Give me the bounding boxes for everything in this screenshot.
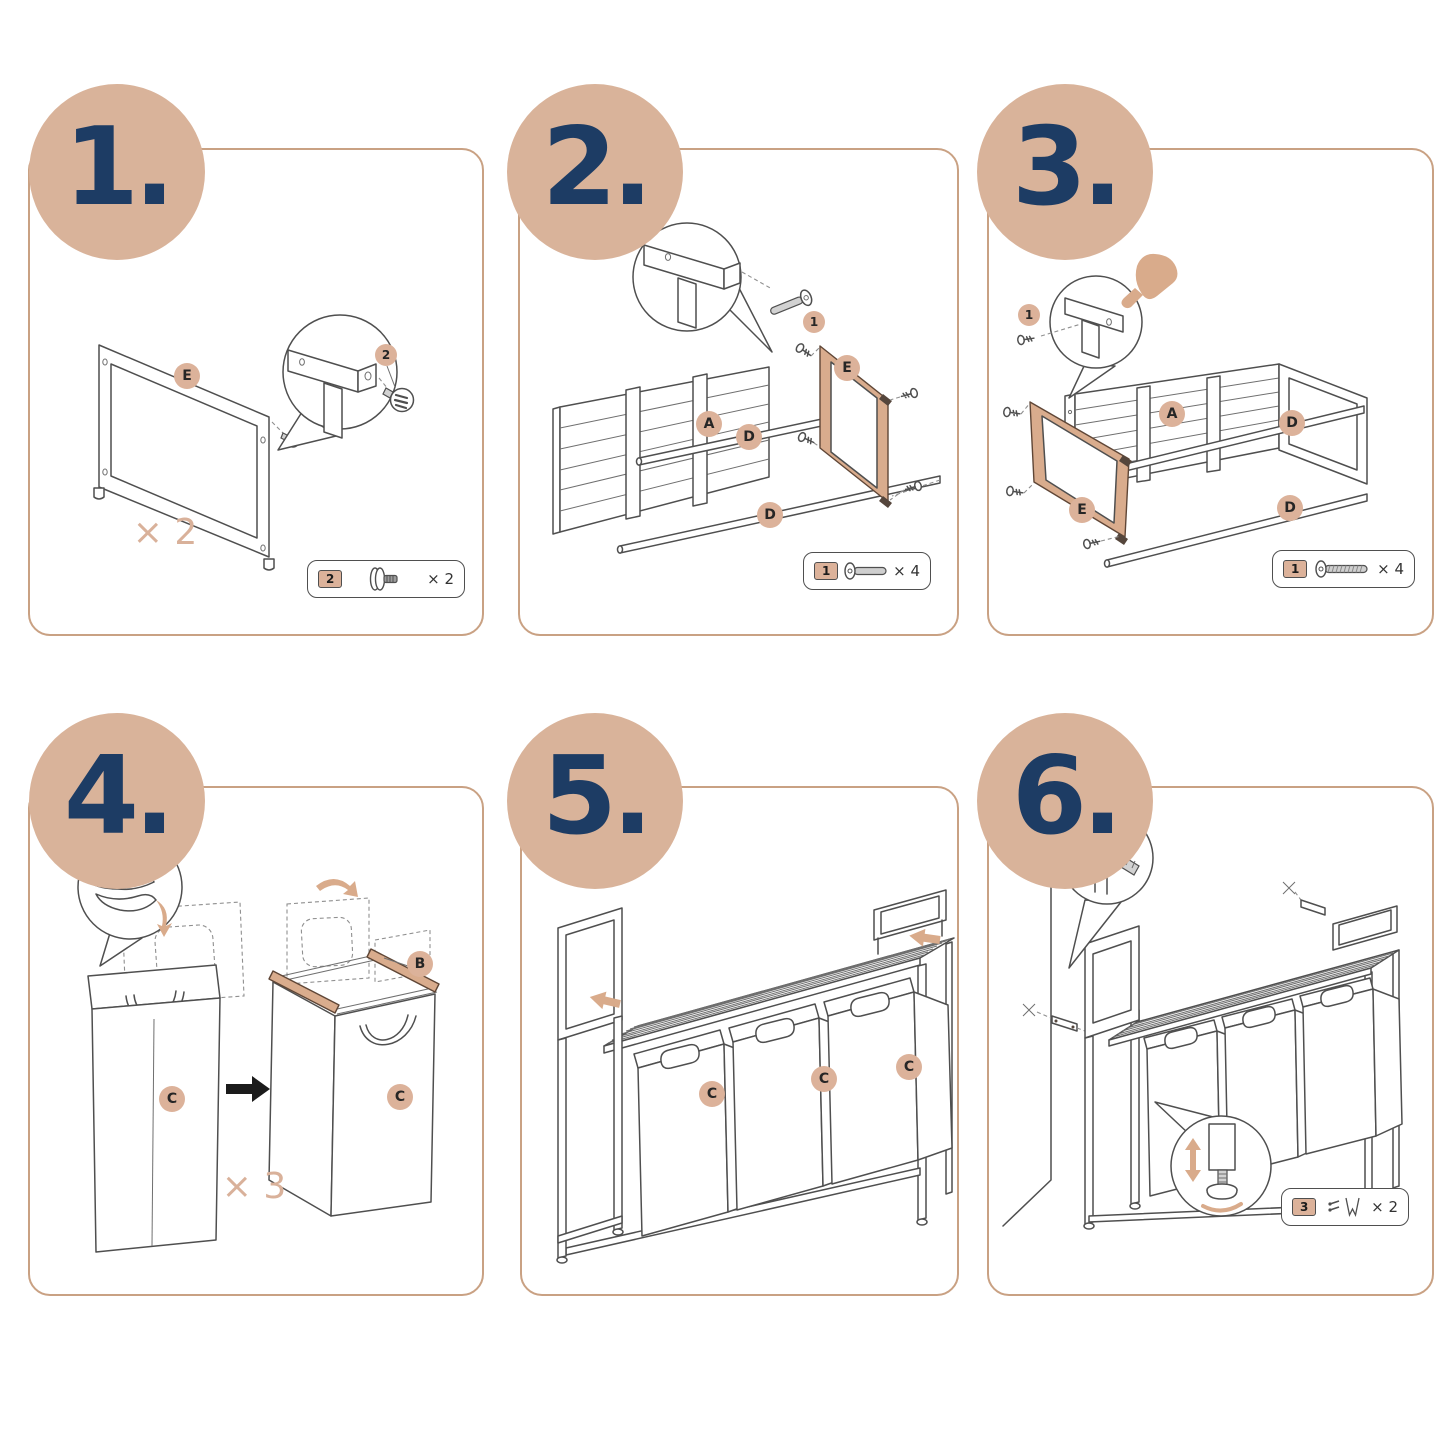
step-5-number-circle: 5. [507, 713, 683, 889]
step-number: 1. [63, 105, 175, 230]
bolt-icon [844, 562, 887, 580]
quantity-note: × 2 [132, 512, 198, 553]
part-label-rod-D-bottom: D [757, 502, 783, 528]
bolt-icon [1315, 560, 1368, 578]
part-label-bag-C: C [699, 1081, 725, 1107]
step-number: 6. [1011, 734, 1123, 859]
part-label-bag-C: C [159, 1086, 185, 1112]
part-number-badge: 1 [814, 562, 839, 580]
step-3-number-circle: 3. [977, 84, 1153, 260]
part-label-bag-C: C [387, 1084, 413, 1110]
step-number: 5. [541, 734, 653, 859]
step-3-panel: A D D E 1 1 × 4 [987, 148, 1434, 636]
part-quantity: × 2 [1371, 1198, 1398, 1216]
step-4-number-circle: 4. [29, 713, 205, 889]
frame-with-feet-illustration [93, 314, 415, 571]
part-number-badge: 3 [1292, 1198, 1317, 1216]
parts-box: 1 × 4 [803, 552, 931, 590]
quantity-note: × 3 [221, 1166, 287, 1207]
step-1-number-circle: 1. [29, 84, 205, 260]
part-number-badge: 2 [318, 570, 343, 588]
step-6-number-circle: 6. [977, 713, 1153, 889]
part-label-bag-C: C [811, 1066, 837, 1092]
part-label-shelf-A: A [1159, 401, 1185, 427]
part-quantity: × 4 [1377, 560, 1404, 578]
anti-tip-strap-icon [1328, 1197, 1360, 1217]
bag-handle-bars-illustration [77, 834, 440, 1253]
part-label-frame-E: E [834, 355, 860, 381]
part-label-rod-D-top: D [736, 424, 762, 450]
part-label-rod-D-bottom: D [1277, 495, 1303, 521]
step-number: 2. [541, 105, 653, 230]
assembled-sorter-illustration [556, 889, 955, 1264]
step-4-panel: C C B × 3 [28, 786, 484, 1296]
detail-part-badge: 1 [803, 311, 825, 333]
part-label-bars-B: B [407, 951, 433, 977]
part-label-frame-E: E [174, 363, 200, 389]
part-label-shelf-A: A [696, 411, 722, 437]
foot-screw-icon [369, 567, 398, 591]
part-quantity: × 2 [427, 570, 454, 588]
part-label-bag-C: C [896, 1054, 922, 1080]
detail-part-badge: 1 [1018, 304, 1040, 326]
parts-box: 3 × 2 [1281, 1188, 1409, 1226]
detail-part-badge: 2 [375, 344, 397, 366]
parts-box: 1 × 4 [1272, 550, 1415, 588]
step-2-panel: A D D E 1 1 × 4 [518, 148, 959, 636]
part-quantity: × 4 [893, 562, 920, 580]
shelf-rods-frame-illustration [552, 222, 941, 554]
part-label-frame-E: E [1069, 497, 1095, 523]
part-label-rod-D-top: D [1279, 410, 1305, 436]
parts-box: 2 × 2 [307, 560, 465, 598]
part-number-badge: 1 [1283, 560, 1308, 578]
step-1-panel: E 2 × 2 2 × 2 [28, 148, 484, 636]
step-2-number-circle: 2. [507, 84, 683, 260]
step-number: 3. [1011, 105, 1123, 230]
step-number: 4. [63, 734, 175, 859]
